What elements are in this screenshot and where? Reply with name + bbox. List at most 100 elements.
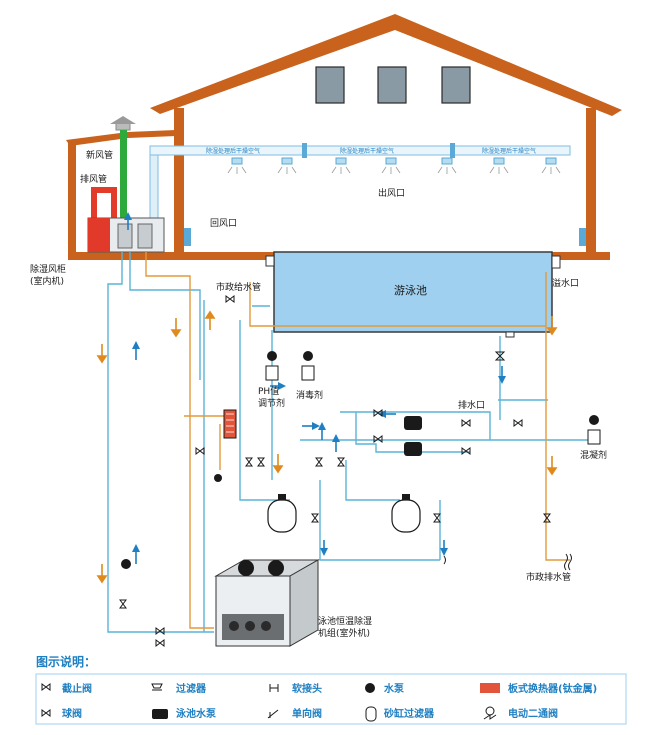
gate-valve-icon (433, 513, 441, 523)
ph-tank (265, 365, 279, 381)
attic-window-1 (315, 66, 345, 104)
legend-label: 截止阀 (62, 682, 92, 695)
duct-text-1: 除湿处理后干燥空气 (206, 147, 260, 155)
outdoor-unit-label-2: 机组(室外机) (318, 627, 370, 639)
gate-valve-icon (513, 419, 523, 427)
legend-label: 水泵 (383, 682, 405, 695)
legend-label: 过滤器 (176, 682, 207, 695)
gate-valve-icon (461, 447, 471, 455)
air-diffuser (335, 157, 347, 165)
swimming-pool: 游泳池 (265, 251, 561, 338)
air-diffuser (281, 157, 293, 165)
pool-label: 游泳池 (394, 283, 427, 297)
machine-room-floor (68, 252, 184, 260)
attic-window-2 (377, 66, 407, 104)
ball-valve-icon (41, 709, 51, 717)
flow-arrows (96, 212, 558, 584)
air-diffusers (231, 157, 557, 165)
dehum-cabinet-label: 除湿风柜 (30, 263, 66, 275)
pool-pump-icon (404, 442, 422, 456)
plate-heat-exchanger-icon (223, 409, 237, 439)
coagulant-label: 混凝剂 (580, 449, 607, 461)
sand-filter-icon (365, 706, 377, 722)
water-pump-icon (589, 415, 599, 425)
municipal-drain-ends (443, 553, 572, 571)
disinfectant-label: 消毒剂 (296, 389, 323, 401)
gate-valve-icon (225, 295, 235, 303)
hall-floor-right (552, 252, 610, 260)
hall-floor (174, 252, 274, 260)
legend-label: 板式换热器(钛金属) (508, 682, 597, 695)
supply-duct-main (149, 145, 571, 156)
municipal-drain-label: 市政排水管 (526, 571, 571, 583)
building (66, 14, 622, 260)
hall-left-wall (174, 108, 184, 256)
gate-valve-icon (461, 419, 471, 427)
legend-label: 球阀 (62, 707, 82, 720)
fresh-air-duct (120, 130, 127, 222)
pool-pumps (404, 416, 422, 456)
exhaust-pipe-label: 排风管 (80, 173, 107, 185)
water-pump-icon (121, 559, 131, 569)
cabinet-panel-red (88, 218, 110, 252)
air-diffuser (385, 157, 397, 165)
diagram-labels: 新风管 排风管 回风口 出风口 除湿风柜 (室内机) 市政给水管 溢水口 PH值… (30, 149, 607, 639)
legend-label: 单向阀 (292, 707, 322, 720)
sand-filters (267, 494, 421, 533)
overflow-grille (579, 228, 586, 246)
sand-filter-icon (267, 499, 297, 533)
municipal-supply-label: 市政给水管 (216, 281, 261, 293)
gate-valve-icon (494, 351, 506, 361)
air-outlet-label: 出风口 (378, 187, 405, 199)
fan-icon (238, 560, 254, 576)
air-diffuser (493, 157, 505, 165)
legend-label: 泳池水泵 (176, 707, 217, 720)
gate-valve-icon (543, 513, 551, 523)
plate-heat-exchanger-icon (480, 683, 500, 693)
gate-valve-icon (245, 457, 253, 467)
air-diffuser (441, 157, 453, 165)
fan-icon (268, 560, 284, 576)
water-pump-icon (214, 474, 222, 482)
gate-valve-icon (373, 409, 383, 417)
pool-basin (273, 251, 553, 333)
pool-overflow-inlet (551, 255, 561, 269)
overflow-label: 溢水口 (552, 277, 579, 289)
gate-valve-icon (41, 683, 51, 691)
gate-valves (119, 295, 551, 647)
filter-icon (151, 683, 163, 691)
outdoor-unit-side (289, 559, 319, 647)
legend-label: 软接头 (292, 682, 322, 695)
legend-title: 图示说明： (36, 654, 96, 669)
pool-inlet (265, 255, 275, 267)
return-air-grille (184, 228, 191, 246)
gate-valve-icon (373, 435, 383, 443)
exhaust-duct (91, 187, 117, 222)
gate-valve-icon (337, 457, 345, 467)
check-valve-icon (267, 709, 279, 719)
duct-joint-2 (450, 143, 455, 158)
hall-right-wall (586, 108, 596, 256)
gate-valve-icon (315, 457, 323, 467)
pool-pump-icon (152, 709, 168, 719)
cabinet-panel (117, 223, 133, 249)
legend-label: 砂缸过滤器 (383, 707, 435, 720)
disinfectant-tank (301, 365, 315, 381)
attic-window-3 (441, 66, 471, 104)
flexible-joint-icon (269, 684, 279, 692)
air-ducts: 除湿处理后干燥空气 除湿处理后干燥空气 除湿处理后干燥空气 (91, 130, 586, 246)
fresh-air-pipe-label: 新风管 (86, 149, 113, 161)
duct-text-3: 除湿处理后干燥空气 (482, 147, 536, 155)
legend-label: 电动二通阀 (508, 707, 558, 720)
gate-valve-icon (195, 447, 205, 455)
duct-text-2: 除湿处理后干燥空气 (340, 147, 394, 155)
gate-valve-icon (155, 627, 165, 635)
water-pump-icon (303, 351, 313, 361)
water-pump-icon (365, 683, 375, 693)
outdoor-heat-pump-unit (214, 559, 320, 647)
supply-duct-riser (149, 149, 159, 221)
outdoor-unit-label-1: 泳池恒温除湿 (318, 615, 372, 627)
diffuser-air-lines (227, 166, 561, 174)
pool-pump-icon (404, 416, 422, 430)
vent-roof (110, 116, 136, 124)
